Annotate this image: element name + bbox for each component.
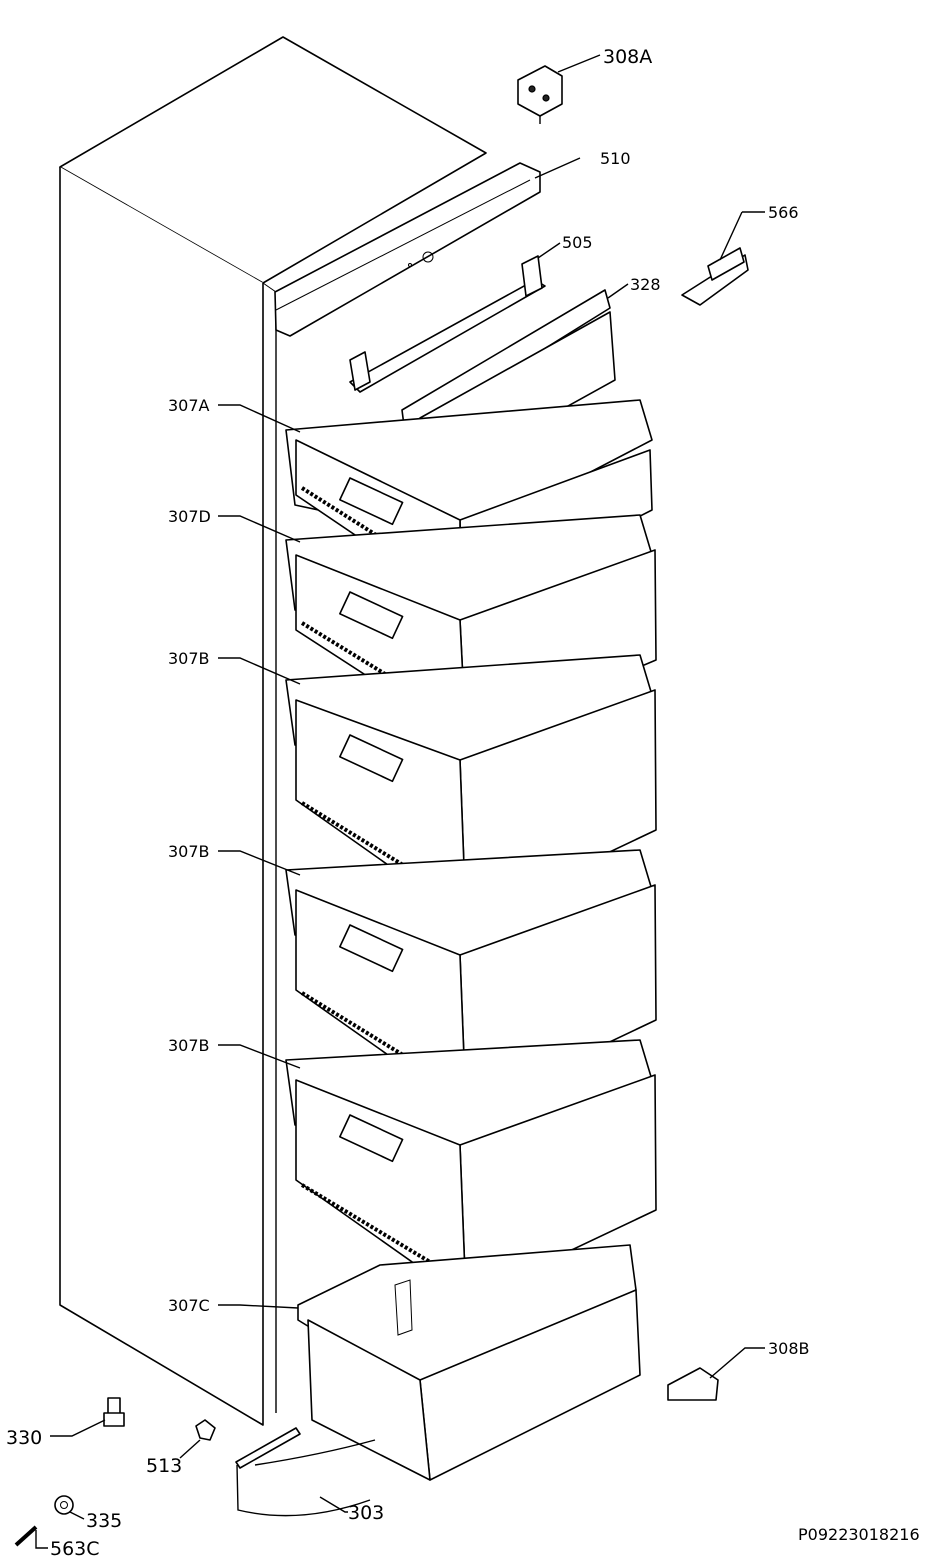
leader-lines (35, 54, 765, 1549)
label-307d: 307D (168, 507, 211, 526)
bottom-hinge-part (667, 1367, 719, 1401)
label-330: 330 (6, 1427, 42, 1449)
plinth-part (235, 1427, 376, 1517)
label-510: 510 (600, 149, 631, 168)
label-335: 335 (86, 1510, 122, 1532)
label-307b-1: 307B (168, 649, 210, 668)
control-panel-part (274, 162, 541, 337)
label-328: 328 (630, 275, 661, 294)
label-563c: 563C (50, 1538, 100, 1560)
label-307b-3: 307B (168, 1036, 210, 1055)
label-307c: 307C (168, 1296, 210, 1315)
label-505: 505 (562, 233, 593, 252)
reference-code: P09223018216 (798, 1525, 920, 1544)
cabinet-body (59, 36, 487, 1426)
label-308b: 308B (768, 1339, 810, 1358)
label-308a: 308A (603, 46, 652, 68)
top-hinge-part (517, 65, 563, 124)
drawer-307b-3 (285, 1039, 657, 1301)
door-clip-part (681, 247, 749, 306)
label-307a: 307A (168, 396, 210, 415)
adjustable-foot-part (103, 1397, 125, 1427)
label-566: 566 (768, 203, 799, 222)
bracket-part (195, 1419, 216, 1441)
light-rail-part (349, 255, 546, 393)
drawer-307c (297, 1244, 641, 1481)
label-303: 303 (348, 1502, 384, 1524)
label-513: 513 (146, 1455, 182, 1477)
label-307b-2: 307B (168, 842, 210, 861)
small-parts (14, 1495, 74, 1547)
